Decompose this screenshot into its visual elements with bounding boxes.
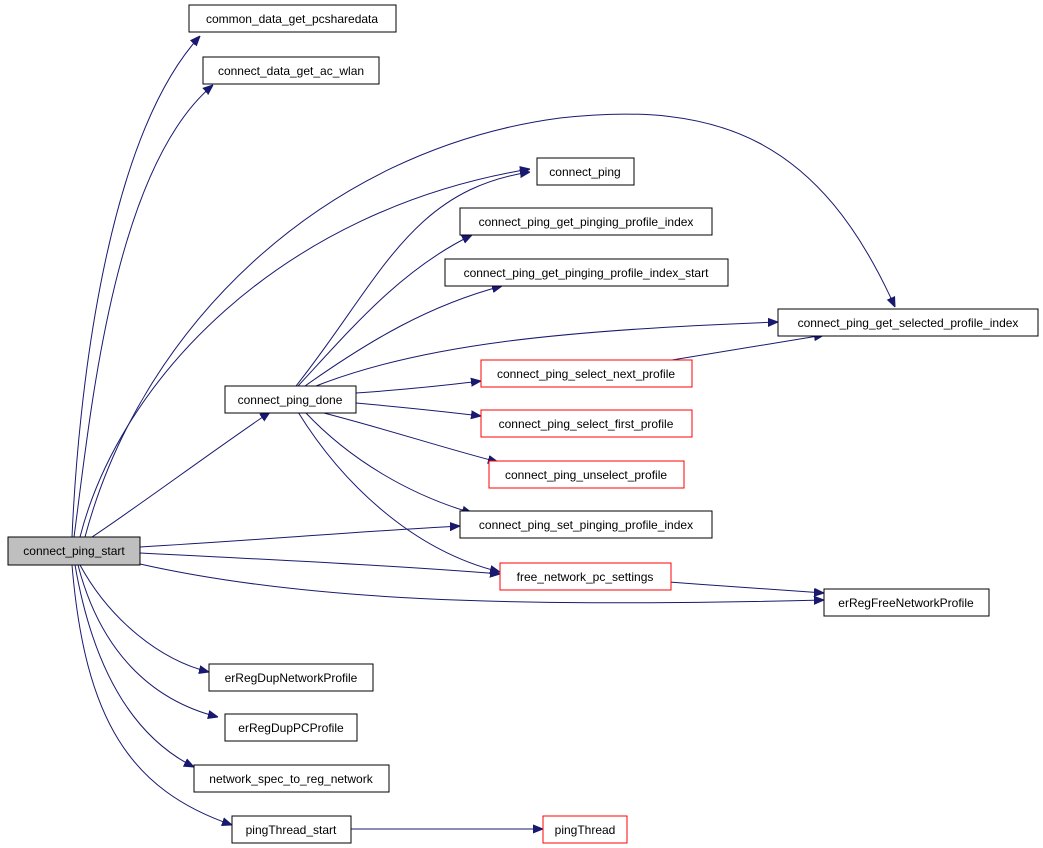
edge-done-to-unselect-profile: [319, 411, 498, 462]
node-label: connect_ping_get_selected_profile_index: [798, 316, 1019, 330]
node-free-network-pc-settings[interactable]: free_network_pc_settings: [499, 562, 672, 591]
edge-start-to-connect-ping-set-pinging-profile-index: [139, 526, 460, 548]
edge-start-to-connect-ping: [79, 169, 530, 538]
node-connect-ping[interactable]: connect_ping: [536, 157, 635, 186]
node-connect-data-get-ac-wlan[interactable]: connect_data_get_ac_wlan: [202, 56, 380, 85]
edge-start-to-ping-thread-start: [71, 564, 232, 825]
edge-free-network-pc-settings-to-erreg-free-network-profile: [668, 581, 824, 593]
edge-start-to-network-spec-to-reg-network: [74, 564, 194, 767]
node-erreg-dup-network-profile[interactable]: erRegDupNetworkProfile: [208, 663, 374, 692]
edge-layer: [71, 36, 895, 829]
edge-start-to-erreg-free-network-profile: [139, 563, 824, 603]
node-connect-ping-get-pinging-profile-index[interactable]: connect_ping_get_pinging_profile_index: [459, 207, 713, 236]
edge-done-to-get-pinging-profile-index-start: [304, 286, 502, 387]
node-label: connect_ping_start: [23, 544, 125, 558]
node-connect-ping-select-first-profile[interactable]: connect_ping_select_first_profile: [480, 409, 693, 438]
edge-done-to-free-network-pc-settings: [297, 411, 500, 572]
node-label: connect_ping_select_next_profile: [497, 367, 675, 381]
node-label: common_data_get_pcsharedata: [206, 12, 378, 26]
node-label: connect_ping_get_pinging_profile_index_s…: [464, 266, 710, 280]
node-connect-ping-get-pinging-profile-index-start[interactable]: connect_ping_get_pinging_profile_index_s…: [444, 258, 729, 287]
edge-select-next-profile-to-get-selected-profile-index: [671, 335, 824, 361]
edge-done-to-select-first-profile: [355, 402, 481, 416]
node-label: connect_data_get_ac_wlan: [218, 64, 364, 78]
node-common-data-get-pcsharedata[interactable]: common_data_get_pcsharedata: [188, 4, 397, 33]
node-label: connect_ping_get_pinging_profile_index: [479, 215, 694, 229]
edge-done-to-get-selected-profile-index: [315, 322, 778, 387]
edge-start-to-erreg-dup-network-profile: [79, 564, 209, 672]
edge-done-to-connect-ping: [295, 172, 530, 387]
edge-start-to-connect-data-get-ac-wlan: [73, 85, 213, 538]
node-connect-ping-done[interactable]: connect_ping_done: [224, 385, 357, 414]
node-label: connect_ping_done: [238, 393, 343, 407]
node-connect-ping-unselect-profile[interactable]: connect_ping_unselect_profile: [488, 460, 685, 489]
edge-start-to-free-network-pc-settings: [139, 552, 500, 574]
edge-start-to-connect-ping-done: [91, 412, 270, 538]
node-ping-thread[interactable]: pingThread: [542, 815, 628, 844]
node-label: pingThread_start: [246, 823, 337, 837]
edge-done-to-get-pinging-profile-index: [297, 235, 472, 387]
node-erreg-free-network-profile[interactable]: erRegFreeNetworkProfile: [823, 588, 990, 617]
node-label: free_network_pc_settings: [517, 570, 654, 584]
node-label: erRegDupPCProfile: [238, 721, 344, 735]
node-layer: connect_ping_start common_data_get_pcsha…: [7, 4, 1039, 844]
node-label: connect_ping_unselect_profile: [505, 468, 667, 482]
node-ping-thread-start[interactable]: pingThread_start: [231, 815, 352, 844]
node-label: connect_ping_select_first_profile: [499, 417, 674, 431]
node-label: connect_ping_set_pinging_profile_index: [479, 518, 693, 532]
node-label: erRegDupNetworkProfile: [225, 671, 358, 685]
edge-start-to-connect-ping-get-selected-profile-index: [84, 113, 895, 538]
node-label: network_spec_to_reg_network: [209, 772, 373, 786]
node-connect-ping-set-pinging-profile-index[interactable]: connect_ping_set_pinging_profile_index: [459, 510, 713, 539]
edge-start-to-common-data-get-pcsharedata: [71, 36, 200, 538]
node-connect-ping-get-selected-profile-index[interactable]: connect_ping_get_selected_profile_index: [777, 308, 1039, 337]
node-label: connect_ping: [549, 165, 620, 179]
node-label: erRegFreeNetworkProfile: [838, 596, 974, 610]
edge-start-to-erreg-dup-pc-profile: [77, 564, 218, 717]
node-network-spec-to-reg-network[interactable]: network_spec_to_reg_network: [193, 764, 390, 793]
node-connect-ping-start[interactable]: connect_ping_start: [7, 536, 141, 566]
edge-done-to-set-pinging-profile-index: [304, 411, 472, 513]
node-label: pingThread: [555, 823, 616, 837]
node-connect-ping-select-next-profile[interactable]: connect_ping_select_next_profile: [480, 359, 693, 388]
edge-done-to-select-next-profile: [355, 381, 481, 394]
node-erreg-dup-pc-profile[interactable]: erRegDupPCProfile: [224, 713, 358, 742]
